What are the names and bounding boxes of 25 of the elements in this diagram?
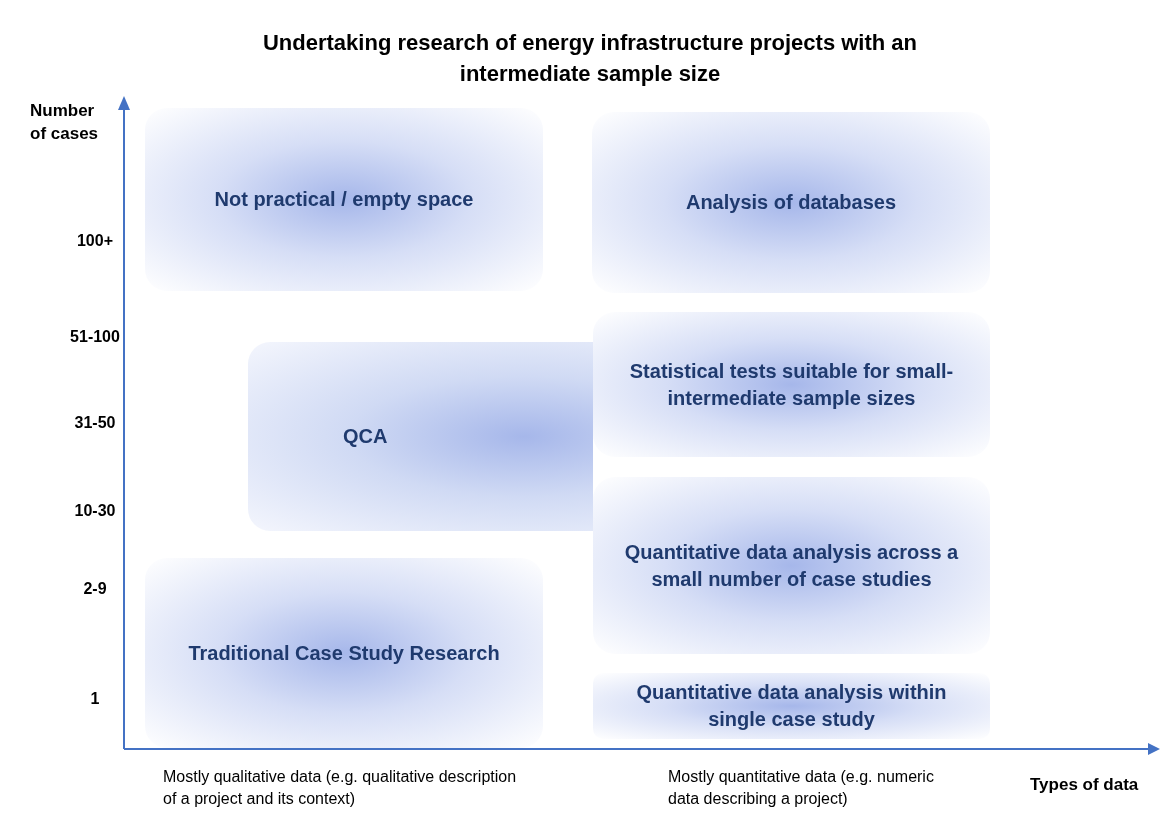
box-label: Traditional Case Study Research <box>188 640 500 666</box>
category-label: Mostly qualitative data (e.g. qualitative description of a project and its context) <box>163 767 518 809</box>
box-label: Analysis of databases <box>685 190 897 215</box>
category-label: Mostly quantitative data (e.g. numeric data describing a project) <box>668 767 935 809</box>
method-box <box>145 108 543 291</box>
method-box <box>593 673 990 739</box>
axis-title: Types of data <box>1030 774 1140 796</box>
axis-title: Number of cases <box>30 100 100 145</box>
method-box <box>592 112 990 293</box>
box-label: Not practical / empty space <box>214 187 474 212</box>
method-box <box>248 342 593 531</box>
tick-label: 100+ <box>75 231 114 251</box>
box-label: Statistical tests suitable for small-intermediate sample sizes <box>628 358 955 411</box>
tick-label: 31-50 <box>73 413 117 433</box>
box-label: Quantitative data analysis across a small number of case studies <box>623 539 960 592</box>
tick-label: 51-100 <box>69 327 121 347</box>
tick-label: 10-30 <box>73 501 117 521</box>
method-box <box>593 312 990 457</box>
method-box <box>593 477 990 654</box>
box-label: QCA <box>343 424 388 449</box>
tick-label: 1 <box>89 689 101 709</box>
diagram-title: Undertaking research of energy infrastructure projects with an intermediate sample size <box>261 29 919 88</box>
method-box <box>145 558 543 748</box>
tick-label: 2-9 <box>82 579 108 599</box>
box-label: Quantitative data analysis within single case study <box>635 680 948 732</box>
